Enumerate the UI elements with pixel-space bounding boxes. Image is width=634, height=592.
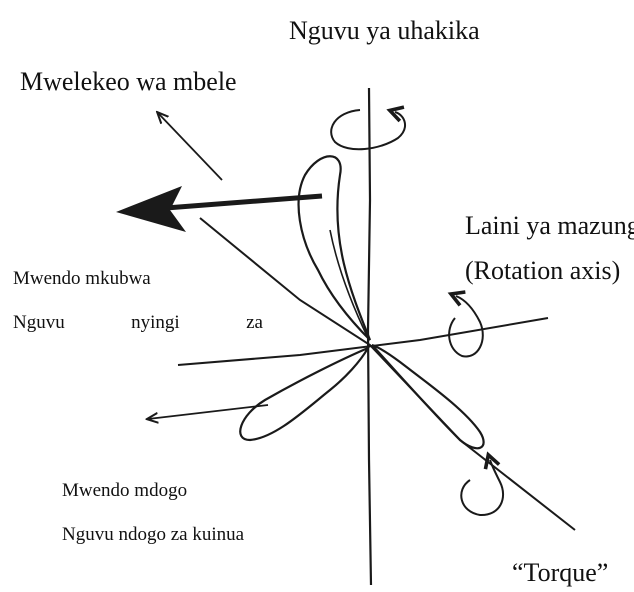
vertical-axis-line	[366, 87, 373, 586]
vertical-force-label: Nguvu ya uhakika	[289, 16, 480, 45]
large-force-label: Nguvu nyingi za	[13, 313, 263, 332]
small-motion-arrow	[148, 404, 269, 419]
right-wing-shape	[371, 343, 485, 450]
left-wing-shape	[239, 345, 371, 442]
small-force-label: Nguvu ndogo za kuinua	[62, 524, 245, 545]
large-motion-label: Mwendo mkubwa	[13, 268, 151, 289]
small-motion-label: Mwendo mdogo	[62, 480, 188, 501]
diagonal-rotation-curl	[460, 460, 505, 517]
forward-direction-label: Mwelekeo wa mbele	[20, 67, 237, 96]
forward-big-arrow-head	[116, 186, 186, 232]
large-force-word-3: za	[246, 312, 263, 333]
large-force-word-2: nyingi	[131, 312, 180, 333]
upper-wing-inner	[329, 229, 369, 339]
upper-wing-shape	[297, 155, 372, 341]
rotation-axis-label: Laini ya mazunguko	[465, 211, 634, 240]
lateral-axis-line	[177, 317, 549, 366]
rotation-axis-en-label: (Rotation axis)	[465, 256, 621, 285]
lateral-rotation-curl	[449, 296, 484, 358]
large-force-word-1: Nguvu	[13, 312, 65, 333]
vertical-rotation-curl	[330, 110, 406, 151]
forward-diagonal-arrow	[158, 113, 223, 181]
torque-label: “Torque”	[512, 558, 609, 587]
diagonal-axis-line	[199, 217, 576, 531]
